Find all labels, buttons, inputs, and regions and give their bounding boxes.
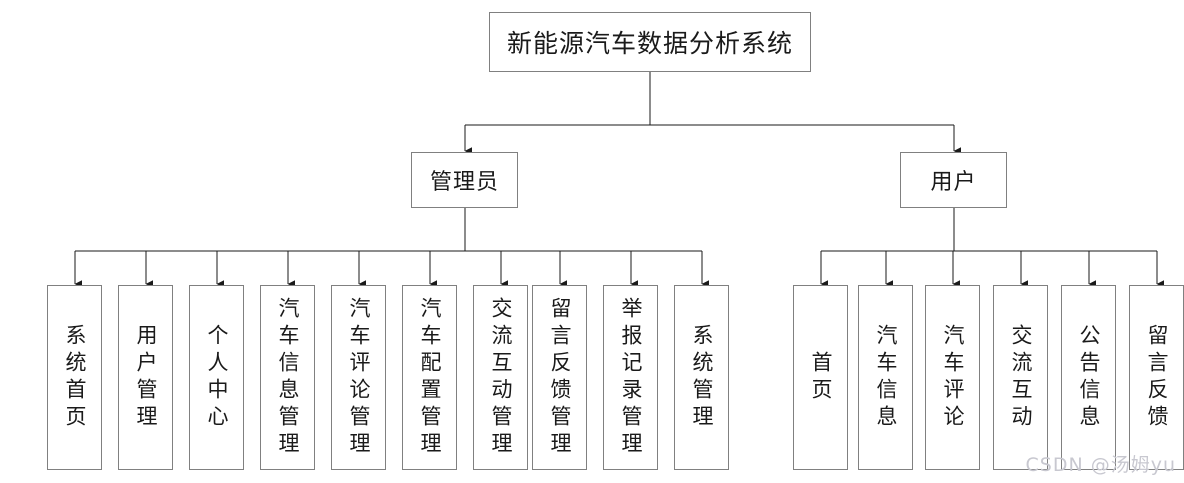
node-admin-module-5[interactable]: 汽车评论管理	[331, 285, 386, 470]
node-admin-module-7[interactable]: 交流互动管理	[473, 285, 528, 470]
node-user-module-6[interactable]: 留言反馈	[1129, 285, 1184, 470]
node-user-module-5[interactable]: 公告信息	[1061, 285, 1116, 470]
node-admin-module-7-label: 交流互动管理	[489, 296, 513, 459]
node-admin-module-10-label: 系统管理	[690, 323, 714, 432]
node-admin-module-2-label: 用户管理	[134, 323, 158, 432]
node-role-admin[interactable]: 管理员	[411, 152, 518, 208]
node-admin-module-6-label: 汽车配置管理	[418, 296, 442, 459]
node-role-user-label: 用户	[930, 170, 977, 195]
node-user-module-6-label: 留言反馈	[1145, 323, 1169, 432]
node-user-module-4-label: 交流互动	[1009, 323, 1033, 432]
node-admin-module-10[interactable]: 系统管理	[674, 285, 729, 470]
node-user-module-3-label: 汽车评论	[941, 323, 965, 432]
node-root-label: 新能源汽车数据分析系统	[506, 29, 793, 58]
node-admin-module-6[interactable]: 汽车配置管理	[402, 285, 457, 470]
node-admin-module-5-label: 汽车评论管理	[347, 296, 371, 459]
node-admin-module-8-label: 留言反馈管理	[548, 296, 572, 459]
node-role-user[interactable]: 用户	[900, 152, 1007, 208]
node-admin-module-9[interactable]: 举报记录管理	[603, 285, 658, 470]
node-admin-module-4-label: 汽车信息管理	[276, 296, 300, 459]
node-user-module-4[interactable]: 交流互动	[993, 285, 1048, 470]
node-admin-module-3[interactable]: 个人中心	[189, 285, 244, 470]
node-role-admin-label: 管理员	[429, 170, 499, 195]
node-admin-module-1[interactable]: 系统首页	[47, 285, 102, 470]
node-admin-module-9-label: 举报记录管理	[619, 296, 643, 459]
node-user-module-3[interactable]: 汽车评论	[925, 285, 980, 470]
node-user-module-1-label: 首页	[809, 350, 833, 405]
node-admin-module-3-label: 个人中心	[205, 323, 229, 432]
node-admin-module-2[interactable]: 用户管理	[118, 285, 173, 470]
node-user-module-5-label: 公告信息	[1077, 323, 1101, 432]
node-admin-module-8[interactable]: 留言反馈管理	[532, 285, 587, 470]
node-user-module-2-label: 汽车信息	[874, 323, 898, 432]
node-admin-module-1-label: 系统首页	[63, 323, 87, 432]
node-root[interactable]: 新能源汽车数据分析系统	[489, 12, 811, 72]
node-user-module-1[interactable]: 首页	[793, 285, 848, 470]
node-user-module-2[interactable]: 汽车信息	[858, 285, 913, 470]
node-admin-module-4[interactable]: 汽车信息管理	[260, 285, 315, 470]
